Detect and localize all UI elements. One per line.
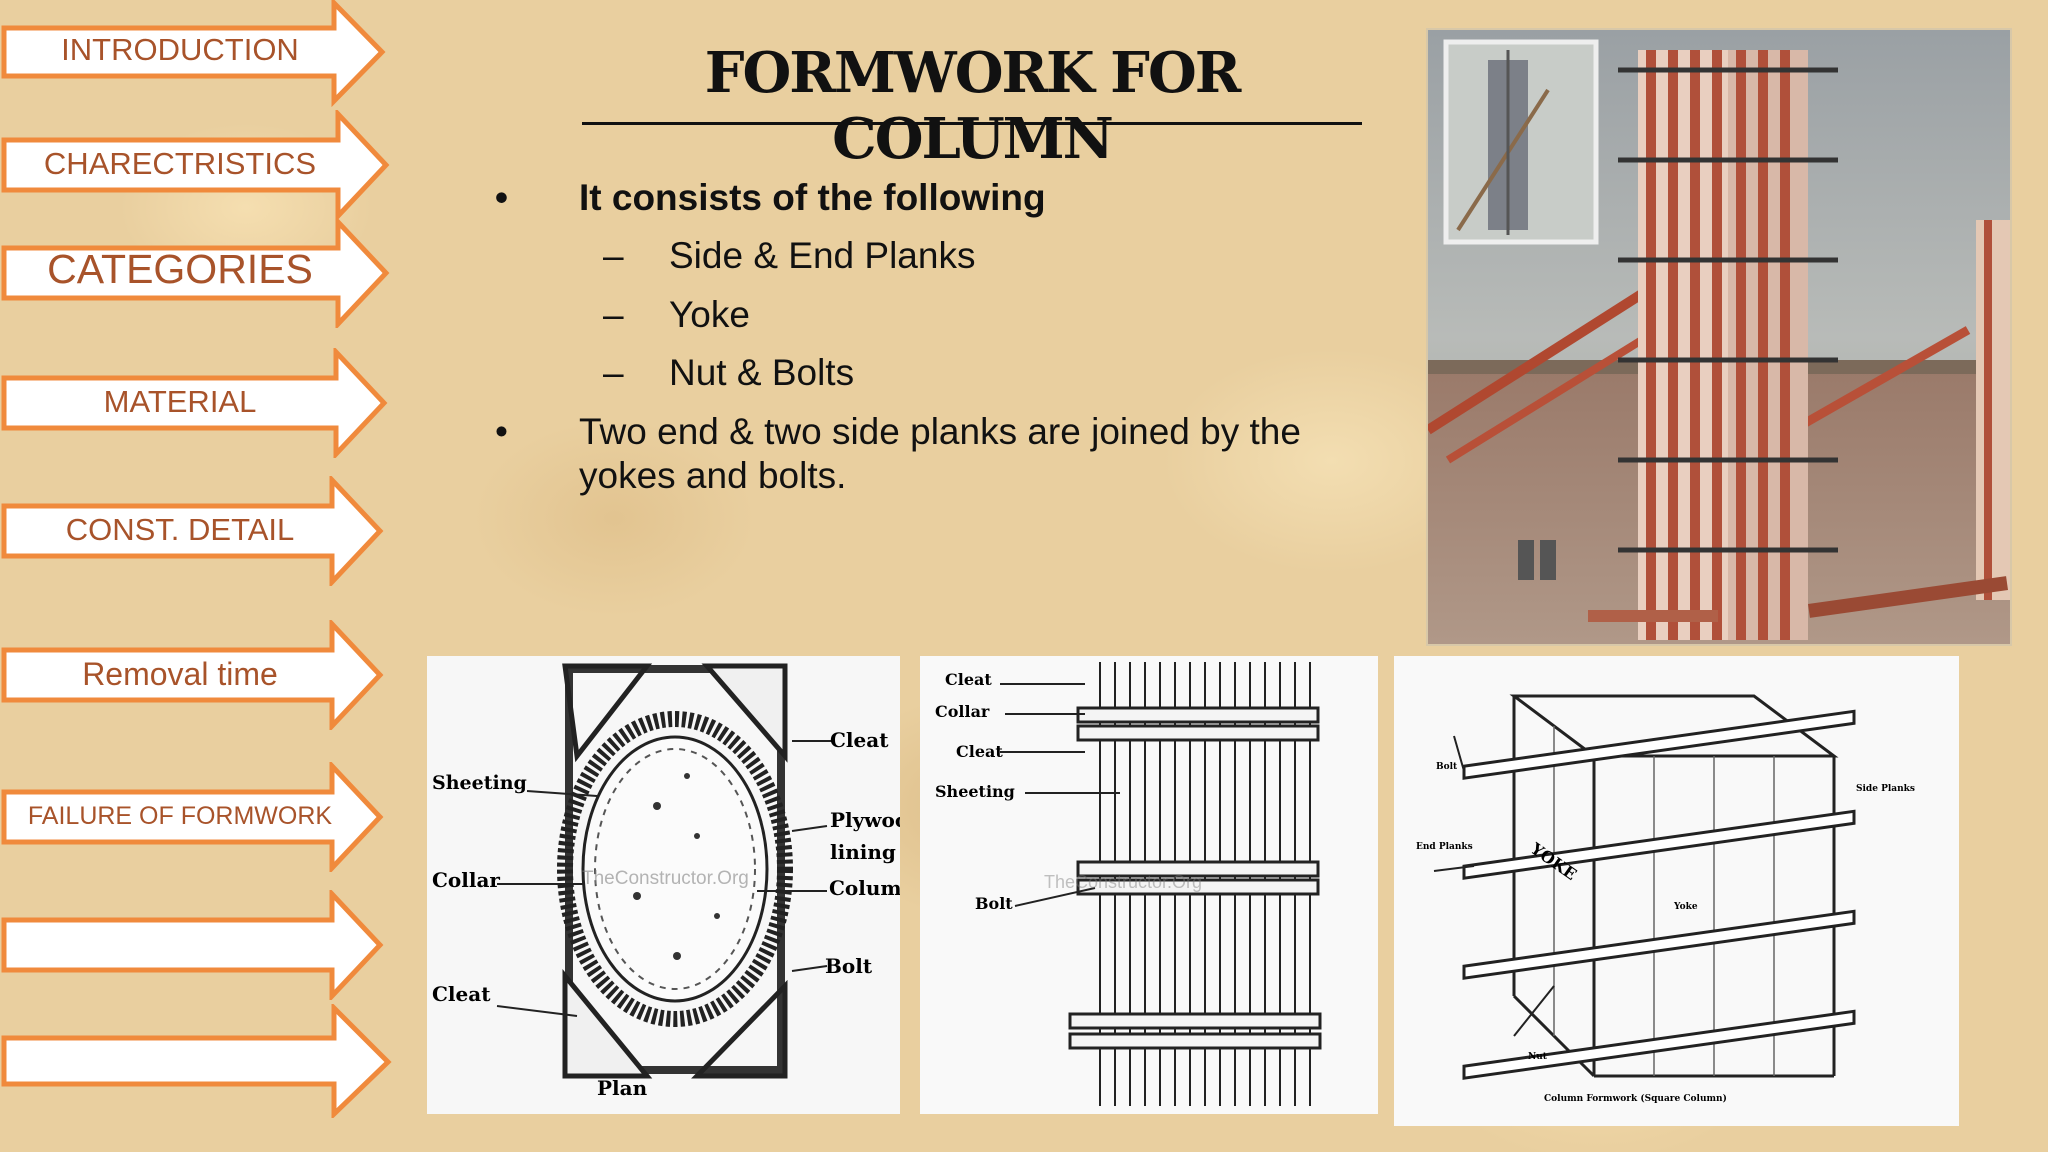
bullet-1: • It consists of the following — [495, 176, 1255, 220]
nav-categories-label: CATEGORIES — [47, 246, 313, 292]
subitem-1-dash: – — [603, 235, 624, 277]
box-label-caption: Column Formwork (Square Column) — [1544, 1094, 1727, 1104]
box-label-nut: Nut — [1528, 1052, 1547, 1062]
subitem-3-dash: – — [603, 352, 624, 394]
nav-failure-of-formwork-label: FAILURE OF FORMWORK — [27, 802, 333, 830]
plan-label-collar: Collar — [432, 868, 500, 892]
elev-label-cleat-2: Cleat — [956, 742, 1003, 761]
nav-removal-time[interactable]: Removal time — [0, 620, 390, 730]
nav-empty-1[interactable] — [0, 890, 390, 1000]
box-label-end-planks: End Planks — [1416, 842, 1473, 852]
elev-watermark: TheConstructor.Org — [1044, 872, 1203, 892]
slide-title: FORMWORK FOR COLUMN — [704, 40, 1242, 172]
nav-const-detail-label: CONST. DETAIL — [65, 512, 295, 547]
elev-label-collar: Collar — [935, 702, 990, 721]
subitem-1: – Side & End Planks — [495, 234, 1255, 278]
subitem-2-dash: – — [603, 293, 624, 335]
box-diagram: Bolt Side Planks End Planks YOKE Yoke Nu… — [1394, 656, 1959, 1126]
nav-empty-2[interactable] — [0, 1004, 395, 1118]
subitem-1-text: Side & End Planks — [669, 235, 976, 277]
nav-material[interactable]: MATERIAL — [0, 348, 390, 458]
plan-label-plywood: Plywood — [830, 808, 900, 832]
plan-label-bolt: Bolt — [825, 954, 873, 978]
nav-charectristics-label: CHARECTRISTICS — [43, 146, 317, 181]
slide-content: • It consists of the following – Side & … — [495, 170, 1301, 498]
nav-categories[interactable]: CATEGORIES — [0, 218, 390, 328]
nav-introduction[interactable]: INTRODUCTION — [0, 0, 390, 108]
bullet-2: • Two end & two side planks are joined b… — [495, 410, 1339, 499]
subitem-2-text: Yoke — [669, 293, 750, 335]
nav-introduction-label: INTRODUCTION — [61, 32, 299, 67]
plan-diagram: Cleat Sheeting Plywood lining Column Col… — [427, 656, 900, 1114]
plan-label-plan: Plan — [597, 1076, 648, 1100]
plan-label-cleat-bottom: Cleat — [432, 982, 491, 1006]
formwork-photo — [1426, 28, 2012, 646]
bullet-2-dot: • — [495, 410, 508, 452]
plan-label-cleat-top: Cleat — [830, 728, 889, 752]
title-underline — [582, 122, 1362, 125]
nav-charectristics[interactable]: CHARECTRISTICS — [0, 110, 390, 220]
elev-label-sheeting: Sheeting — [935, 782, 1015, 801]
elevation-diagram: Cleat Collar Cleat Sheeting Bolt TheCons… — [920, 656, 1378, 1114]
elev-label-cleat-1: Cleat — [945, 670, 992, 689]
plan-label-sheeting: Sheeting — [432, 772, 527, 794]
box-label-yoke: Yoke — [1674, 902, 1698, 912]
plan-label-lining: lining — [830, 840, 896, 864]
bullet-1-dot: • — [495, 177, 508, 218]
bullet-2-text: Two end & two side planks are joined by … — [579, 410, 1301, 496]
box-label-bolt: Bolt — [1436, 762, 1458, 772]
subitem-3: – Nut & Bolts — [495, 351, 1255, 395]
nav-removal-time-label: Removal time — [82, 656, 278, 692]
subitem-2: – Yoke — [495, 293, 1255, 337]
nav-failure-of-formwork[interactable]: FAILURE OF FORMWORK — [0, 762, 390, 872]
bullet-1-text: It consists of the following — [579, 177, 1046, 218]
elev-label-bolt: Bolt — [975, 894, 1013, 913]
nav-material-label: MATERIAL — [103, 384, 257, 419]
subitem-3-text: Nut & Bolts — [669, 352, 855, 394]
box-label-side-planks: Side Planks — [1856, 784, 1915, 794]
nav-const-detail[interactable]: CONST. DETAIL — [0, 476, 390, 586]
plan-watermark: TheConstructor.Org — [582, 868, 749, 889]
plan-label-column: Column — [829, 876, 900, 900]
